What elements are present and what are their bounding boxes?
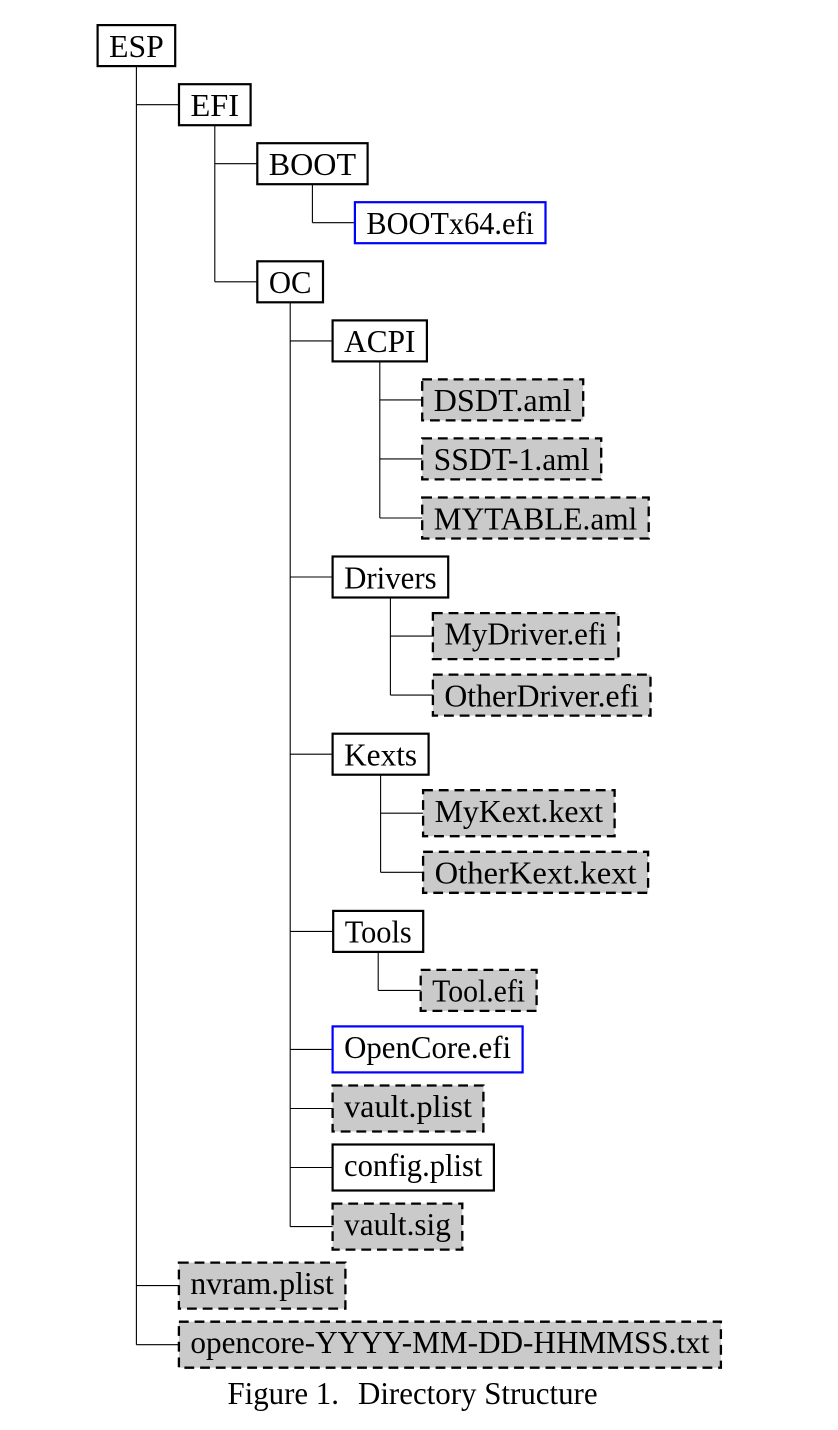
svg-text:Directory Structure: Directory Structure [358,1376,598,1411]
svg-text:MyDriver.efi: MyDriver.efi [444,617,607,652]
svg-text:BOOT: BOOT [269,147,356,182]
svg-text:Kexts: Kexts [344,738,417,773]
svg-text:Figure 1.: Figure 1. [227,1376,339,1411]
svg-text:Tools: Tools [345,915,412,950]
svg-text:Drivers: Drivers [344,560,437,595]
svg-text:config.plist: config.plist [344,1148,483,1183]
svg-text:MyKext.kext: MyKext.kext [435,794,604,829]
svg-text:vault.plist: vault.plist [344,1089,472,1124]
svg-text:nvram.plist: nvram.plist [190,1266,334,1301]
svg-text:vault.sig: vault.sig [344,1207,451,1242]
svg-text:EFI: EFI [191,88,240,123]
svg-text:BOOTx64.efi: BOOTx64.efi [366,206,534,241]
svg-text:MYTABLE.aml: MYTABLE.aml [434,501,638,536]
svg-text:OC: OC [269,265,312,300]
svg-text:OpenCore.efi: OpenCore.efi [344,1030,511,1065]
svg-text:opencore-YYYY-MM-DD-HHMMSS.txt: opencore-YYYY-MM-DD-HHMMSS.txt [190,1325,709,1360]
svg-text:OtherKext.kext: OtherKext.kext [435,856,637,891]
svg-text:ESP: ESP [109,29,164,64]
svg-text:DSDT.aml: DSDT.aml [434,383,572,418]
svg-text:SSDT-1.aml: SSDT-1.aml [434,442,590,477]
svg-text:ACPI: ACPI [344,324,415,359]
svg-text:OtherDriver.efi: OtherDriver.efi [444,678,639,713]
svg-text:Tool.efi: Tool.efi [432,974,525,1009]
